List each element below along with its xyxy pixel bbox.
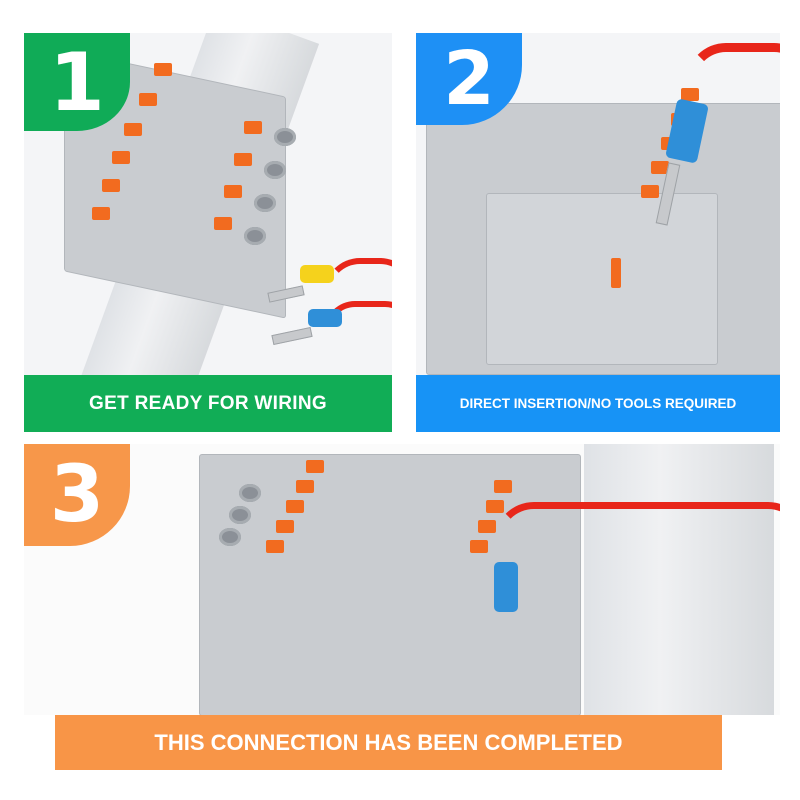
orange-lever <box>112 151 130 164</box>
orange-lever <box>486 500 504 513</box>
red-wire <box>324 258 392 330</box>
orange-lever <box>470 540 488 553</box>
red-wire <box>686 43 780 201</box>
step-caption: DIRECT INSERTION/NO TOOLS REQUIRED <box>459 396 737 411</box>
wire-port <box>264 161 286 179</box>
orange-lever <box>306 460 324 473</box>
orange-lever <box>139 93 157 106</box>
orange-lever <box>611 258 621 288</box>
orange-lever <box>214 217 232 230</box>
din-rail <box>584 444 774 715</box>
orange-lever <box>651 161 669 174</box>
orange-lever <box>154 63 172 76</box>
orange-lever <box>494 480 512 493</box>
orange-lever <box>102 179 120 192</box>
wire-port <box>229 506 251 524</box>
step-3-caption-banner: THIS CONNECTION HAS BEEN COMPLETED <box>55 715 722 770</box>
orange-lever <box>92 207 110 220</box>
step-1-caption-banner: GET READY FOR WIRING <box>24 375 392 432</box>
terminal-housing <box>486 193 718 365</box>
wire-port <box>239 484 261 502</box>
orange-lever <box>124 123 142 136</box>
step-caption: THIS CONNECTION HAS BEEN COMPLETED <box>154 729 623 755</box>
step-number: 3 <box>49 450 105 540</box>
orange-lever <box>266 540 284 553</box>
step-2-caption-banner: DIRECT INSERTION/NO TOOLS REQUIRED <box>416 375 780 432</box>
blue-ferrule <box>494 562 518 612</box>
orange-lever <box>224 185 242 198</box>
wire-port <box>219 528 241 546</box>
step-1-number-badge: 1 <box>24 33 130 131</box>
orange-lever <box>681 88 699 101</box>
orange-lever <box>286 500 304 513</box>
orange-lever <box>276 520 294 533</box>
orange-lever <box>296 480 314 493</box>
wire-port <box>274 128 296 146</box>
step-number: 2 <box>443 36 495 122</box>
red-wire <box>324 301 392 363</box>
step-3-number-badge: 3 <box>24 444 130 546</box>
red-wire <box>494 502 780 636</box>
yellow-ferrule <box>300 265 334 283</box>
orange-lever <box>234 153 252 166</box>
orange-lever <box>478 520 496 533</box>
step-number: 1 <box>49 35 105 129</box>
blue-ferrule <box>308 309 342 327</box>
orange-lever <box>244 121 262 134</box>
step-caption: GET READY FOR WIRING <box>89 392 327 414</box>
wire-port <box>254 194 276 212</box>
orange-lever <box>641 185 659 198</box>
step-3-photo <box>24 444 780 715</box>
wire-port <box>244 227 266 245</box>
ferrule-pin <box>271 326 313 346</box>
